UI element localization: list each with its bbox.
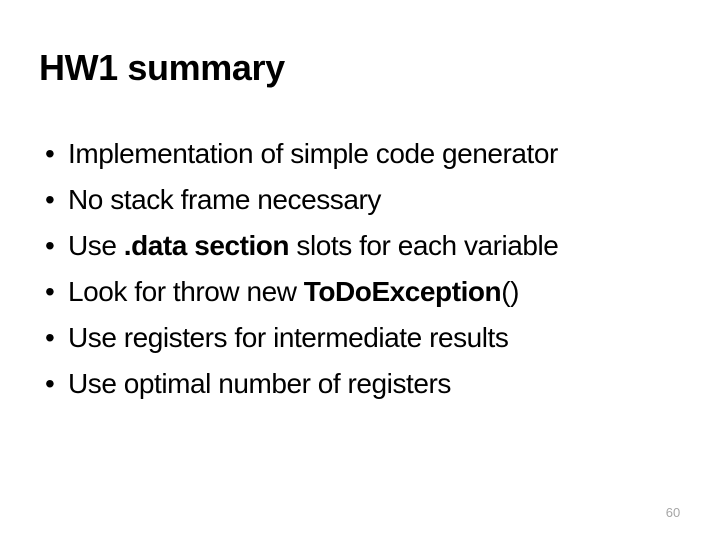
list-item: • Use registers for intermediate results bbox=[40, 315, 670, 361]
text-run: No stack frame necessary bbox=[68, 184, 381, 215]
bullet-list: • Implementation of simple code generator… bbox=[40, 131, 670, 407]
list-item-label: Implementation of simple code generator bbox=[68, 138, 558, 169]
list-item: • Use optimal number of registers bbox=[40, 361, 670, 407]
list-item: • No stack frame necessary bbox=[40, 177, 670, 223]
text-run: Use registers for intermediate results bbox=[68, 322, 509, 353]
text-run: () bbox=[501, 276, 519, 307]
bullet-point-icon: • bbox=[45, 276, 55, 307]
list-item: • Implementation of simple code generator bbox=[40, 131, 670, 177]
text-run: Use optimal number of registers bbox=[68, 368, 451, 399]
list-item-label: No stack frame necessary bbox=[68, 184, 381, 215]
bullet-point-icon: • bbox=[45, 138, 55, 169]
list-item-label: Use registers for intermediate results bbox=[68, 322, 509, 353]
page-number: 60 bbox=[665, 505, 681, 520]
emphasis-run: ToDoException bbox=[303, 276, 502, 307]
bullet-point-icon: • bbox=[45, 184, 55, 215]
emphasis-run: .data section bbox=[123, 230, 290, 261]
list-item: • Look for throw new ToDoException() bbox=[40, 269, 670, 315]
list-item-label: Use .data section slots for each variabl… bbox=[68, 230, 559, 261]
bullet-point-icon: • bbox=[45, 368, 55, 399]
text-run: Implementation of simple code generator bbox=[68, 138, 558, 169]
list-item: • Use .data section slots for each variab… bbox=[40, 223, 670, 269]
bullet-point-icon: • bbox=[45, 322, 55, 353]
text-run: Use bbox=[68, 230, 124, 261]
text-run: Look for throw new bbox=[68, 276, 304, 307]
list-item-label: Use optimal number of registers bbox=[68, 368, 451, 399]
bullet-point-icon: • bbox=[45, 230, 55, 261]
text-run: slots for each variable bbox=[289, 230, 559, 261]
list-item-label: Look for throw new ToDoException() bbox=[68, 276, 519, 307]
page-title: HW1 summary bbox=[39, 47, 285, 88]
